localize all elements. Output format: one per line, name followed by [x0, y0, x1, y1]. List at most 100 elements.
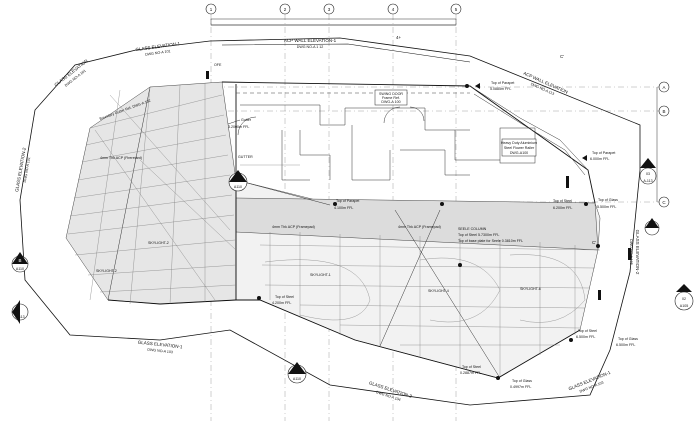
- roof-footprint: [65, 81, 601, 379]
- svg-text:Top of Steel: Top of Steel: [553, 199, 572, 203]
- svg-text:4.100m FFL: 4.100m FFL: [334, 206, 353, 210]
- section-marker-a110-bottom[interactable]: A110: [287, 362, 307, 384]
- svg-text:0.2887m FFL: 0.2887m FFL: [460, 371, 481, 375]
- svg-text:DWG NO-A 105: DWG NO-A 105: [629, 239, 633, 265]
- svg-text:SKYLIGHT-2: SKYLIGHT-2: [96, 269, 117, 273]
- callout-gutter: Gutter 3.2000m FFL: [227, 118, 252, 129]
- svg-text:B: B: [18, 258, 21, 263]
- callout-steel-lower-left: Top of Steel 4.200m FFL: [272, 295, 294, 305]
- svg-text:01: 01: [14, 308, 18, 312]
- callout-steel-column: SEELE COLUMN Top of Steel 5.7300m FFL To…: [458, 227, 523, 243]
- svg-text:4mm Thk ACP (Framepad): 4mm Thk ACP (Framepad): [398, 225, 441, 229]
- svg-text:DWG NO-A 1 12: DWG NO-A 1 12: [297, 45, 324, 49]
- grid-bubble-4: 4: [387, 3, 399, 15]
- svg-text:4mm Thk ACP (Framepad): 4mm Thk ACP (Framepad): [272, 225, 315, 229]
- section-marker-a113-right[interactable]: 03 A-113: [639, 158, 657, 185]
- svg-text:C: C: [662, 200, 666, 205]
- left-lobe-panel-grid: [67, 83, 237, 305]
- interior-rooms: [236, 92, 536, 181]
- callout-parapet-top-right: Top of Parapet 5.0885m FFL: [475, 81, 514, 91]
- svg-text:ACP WALL ELEVATION-1: ACP WALL ELEVATION-1: [284, 38, 337, 43]
- svg-text:0.4997m FFL: 0.4997m FFL: [510, 385, 531, 389]
- svg-text:Top of Steel: Top of Steel: [578, 329, 597, 333]
- section-marker-a110-center[interactable]: A110: [228, 170, 248, 192]
- room-labels: SKYLIGHT-2 SKYLIGHT-2 SKYLIGHT-1 SKYLIGH…: [96, 241, 541, 293]
- callout-parapet-right: Top of Parapet 6.000m FFL: [582, 151, 615, 161]
- right-area-panel-grid: [235, 179, 601, 379]
- svg-text:DWG NO-A 103: DWG NO-A 103: [147, 348, 173, 355]
- svg-text:6.000m FFL: 6.000m FFL: [590, 157, 609, 161]
- svg-text:GLASS ELEVATION-2: GLASS ELEVATION-2: [635, 230, 640, 275]
- grid-bubbles-rows: A B C A C: [186, 81, 670, 208]
- grid-bubble-B: B: [658, 105, 670, 117]
- svg-text:Top of Parapet: Top of Parapet: [336, 199, 359, 203]
- svg-text:Top of Steel: Top of Steel: [275, 295, 294, 299]
- svg-text:4.200m FFL: 4.200m FFL: [272, 301, 291, 305]
- svg-text:DWG NO-A 104: DWG NO-A 104: [376, 390, 402, 402]
- section-marker-a113-left[interactable]: 01 A-113: [11, 300, 29, 324]
- grid-bubble-A: A: [658, 81, 670, 93]
- svg-text:SKYLIGHT-2: SKYLIGHT-2: [148, 241, 169, 245]
- svg-text:DWG NO-A 101: DWG NO-A 101: [23, 157, 31, 183]
- svg-text:A-113: A-113: [15, 315, 24, 319]
- grid-bubble-3: 3: [323, 3, 335, 15]
- svg-text:Heavy Duty Aluminium: Heavy Duty Aluminium: [501, 141, 537, 145]
- elevation-label-acp-top: ACP WALL ELEVATION-1 DWG NO-A 1 12: [284, 38, 337, 49]
- svg-text:Top of base plate for Seele 0.: Top of base plate for Seele 0.3810m FFL: [458, 239, 523, 243]
- svg-text:Top of Steel: Top of Steel: [462, 365, 481, 369]
- svg-text:A110: A110: [16, 267, 24, 271]
- svg-text:6.200m FFL: 6.200m FFL: [553, 206, 572, 210]
- svg-text:B: B: [662, 109, 665, 114]
- callout-glass-bottom-right: Top of Glass 6.500m FFL: [616, 337, 638, 347]
- grid-bubble-5: 5: [450, 3, 462, 15]
- svg-text:Frame Ref.: Frame Ref.: [382, 96, 400, 100]
- grid-bubble-1: 1: [205, 3, 217, 15]
- svg-text:C': C': [592, 240, 596, 245]
- svg-text:3: 3: [328, 7, 331, 12]
- svg-text:Top of Parapet: Top of Parapet: [491, 81, 514, 85]
- svg-text:5.500m FFL: 5.500m FFL: [597, 205, 616, 209]
- svg-text:2: 2: [284, 7, 287, 12]
- svg-text:A105: A105: [680, 304, 688, 308]
- svg-text:SEELE COLUMN: SEELE COLUMN: [458, 227, 487, 231]
- svg-text:1: 1: [210, 7, 213, 12]
- structural-markers: [206, 71, 631, 380]
- section-marker-a105-right[interactable]: 02 A105: [674, 284, 694, 311]
- section-marker-a113-right-2[interactable]: [644, 218, 660, 236]
- svg-text:Top of Steel 5.7300m FFL: Top of Steel 5.7300m FFL: [458, 233, 499, 237]
- svg-text:DWG NO-A 101: DWG NO-A 101: [145, 49, 171, 57]
- callout-steel-center-right: Top of Steel 6.200m FFL: [553, 199, 572, 210]
- svg-text:3.2000m FFL: 3.2000m FFL: [228, 125, 249, 129]
- svg-text:4+: 4+: [396, 35, 402, 40]
- grid-bubbles-columns: 1 2 3 4 5: [205, 3, 462, 15]
- callout-glass-bottom: Top of Glass 0.4997m FFL: [510, 379, 532, 389]
- svg-text:OFE: OFE: [214, 63, 222, 67]
- grid-bubble-C: C: [658, 196, 670, 208]
- svg-text:Top of Parapet: Top of Parapet: [592, 151, 615, 155]
- grid-bubble-2: 2: [279, 3, 291, 15]
- section-marker-a110-left[interactable]: B A110: [11, 252, 29, 273]
- callout-parapet-center: Top of Parapet 4.100m FFL: [334, 199, 359, 210]
- svg-text:4mm Thk ACP (Fireretard): 4mm Thk ACP (Fireretard): [100, 156, 142, 160]
- elevation-label-glass-2-right: GLASS ELEVATION-2 DWG NO-A 105: [629, 230, 640, 275]
- svg-text:6.500m FFL: 6.500m FFL: [616, 343, 635, 347]
- svg-text:DWG-A 100: DWG-A 100: [381, 100, 400, 104]
- svg-text:GLASS ELEVATION-1: GLASS ELEVATION-1: [138, 340, 184, 350]
- svg-text:03: 03: [646, 172, 650, 176]
- note-frame-box: SWING DOOR Frame Ref. DWG-A 100: [374, 89, 408, 106]
- svg-text:SKYLIGHT-4: SKYLIGHT-4: [428, 289, 449, 293]
- svg-text:SWING DOOR: SWING DOOR: [379, 92, 403, 96]
- svg-text:C': C': [560, 54, 564, 59]
- svg-text:Steel Flower Railer: Steel Flower Railer: [504, 146, 535, 150]
- svg-text:02: 02: [682, 297, 686, 301]
- svg-text:Top of Glass: Top of Glass: [512, 379, 532, 383]
- svg-text:A110: A110: [234, 185, 242, 189]
- elevation-label-glass-bottom-right: GLASS ELEVATION-1 DWG NO-A 103: [568, 370, 612, 394]
- svg-text:GLASS ELEVATION-1: GLASS ELEVATION-1: [135, 41, 181, 52]
- note-heavy-duty-box: Heavy Duty Aluminium Steel Flower Railer…: [501, 138, 537, 157]
- svg-text:Gutter: Gutter: [241, 118, 252, 122]
- svg-text:4: 4: [392, 7, 395, 12]
- svg-text:DWG-A100: DWG-A100: [510, 151, 528, 155]
- svg-text:SKYLIGHT-6: SKYLIGHT-6: [520, 287, 541, 291]
